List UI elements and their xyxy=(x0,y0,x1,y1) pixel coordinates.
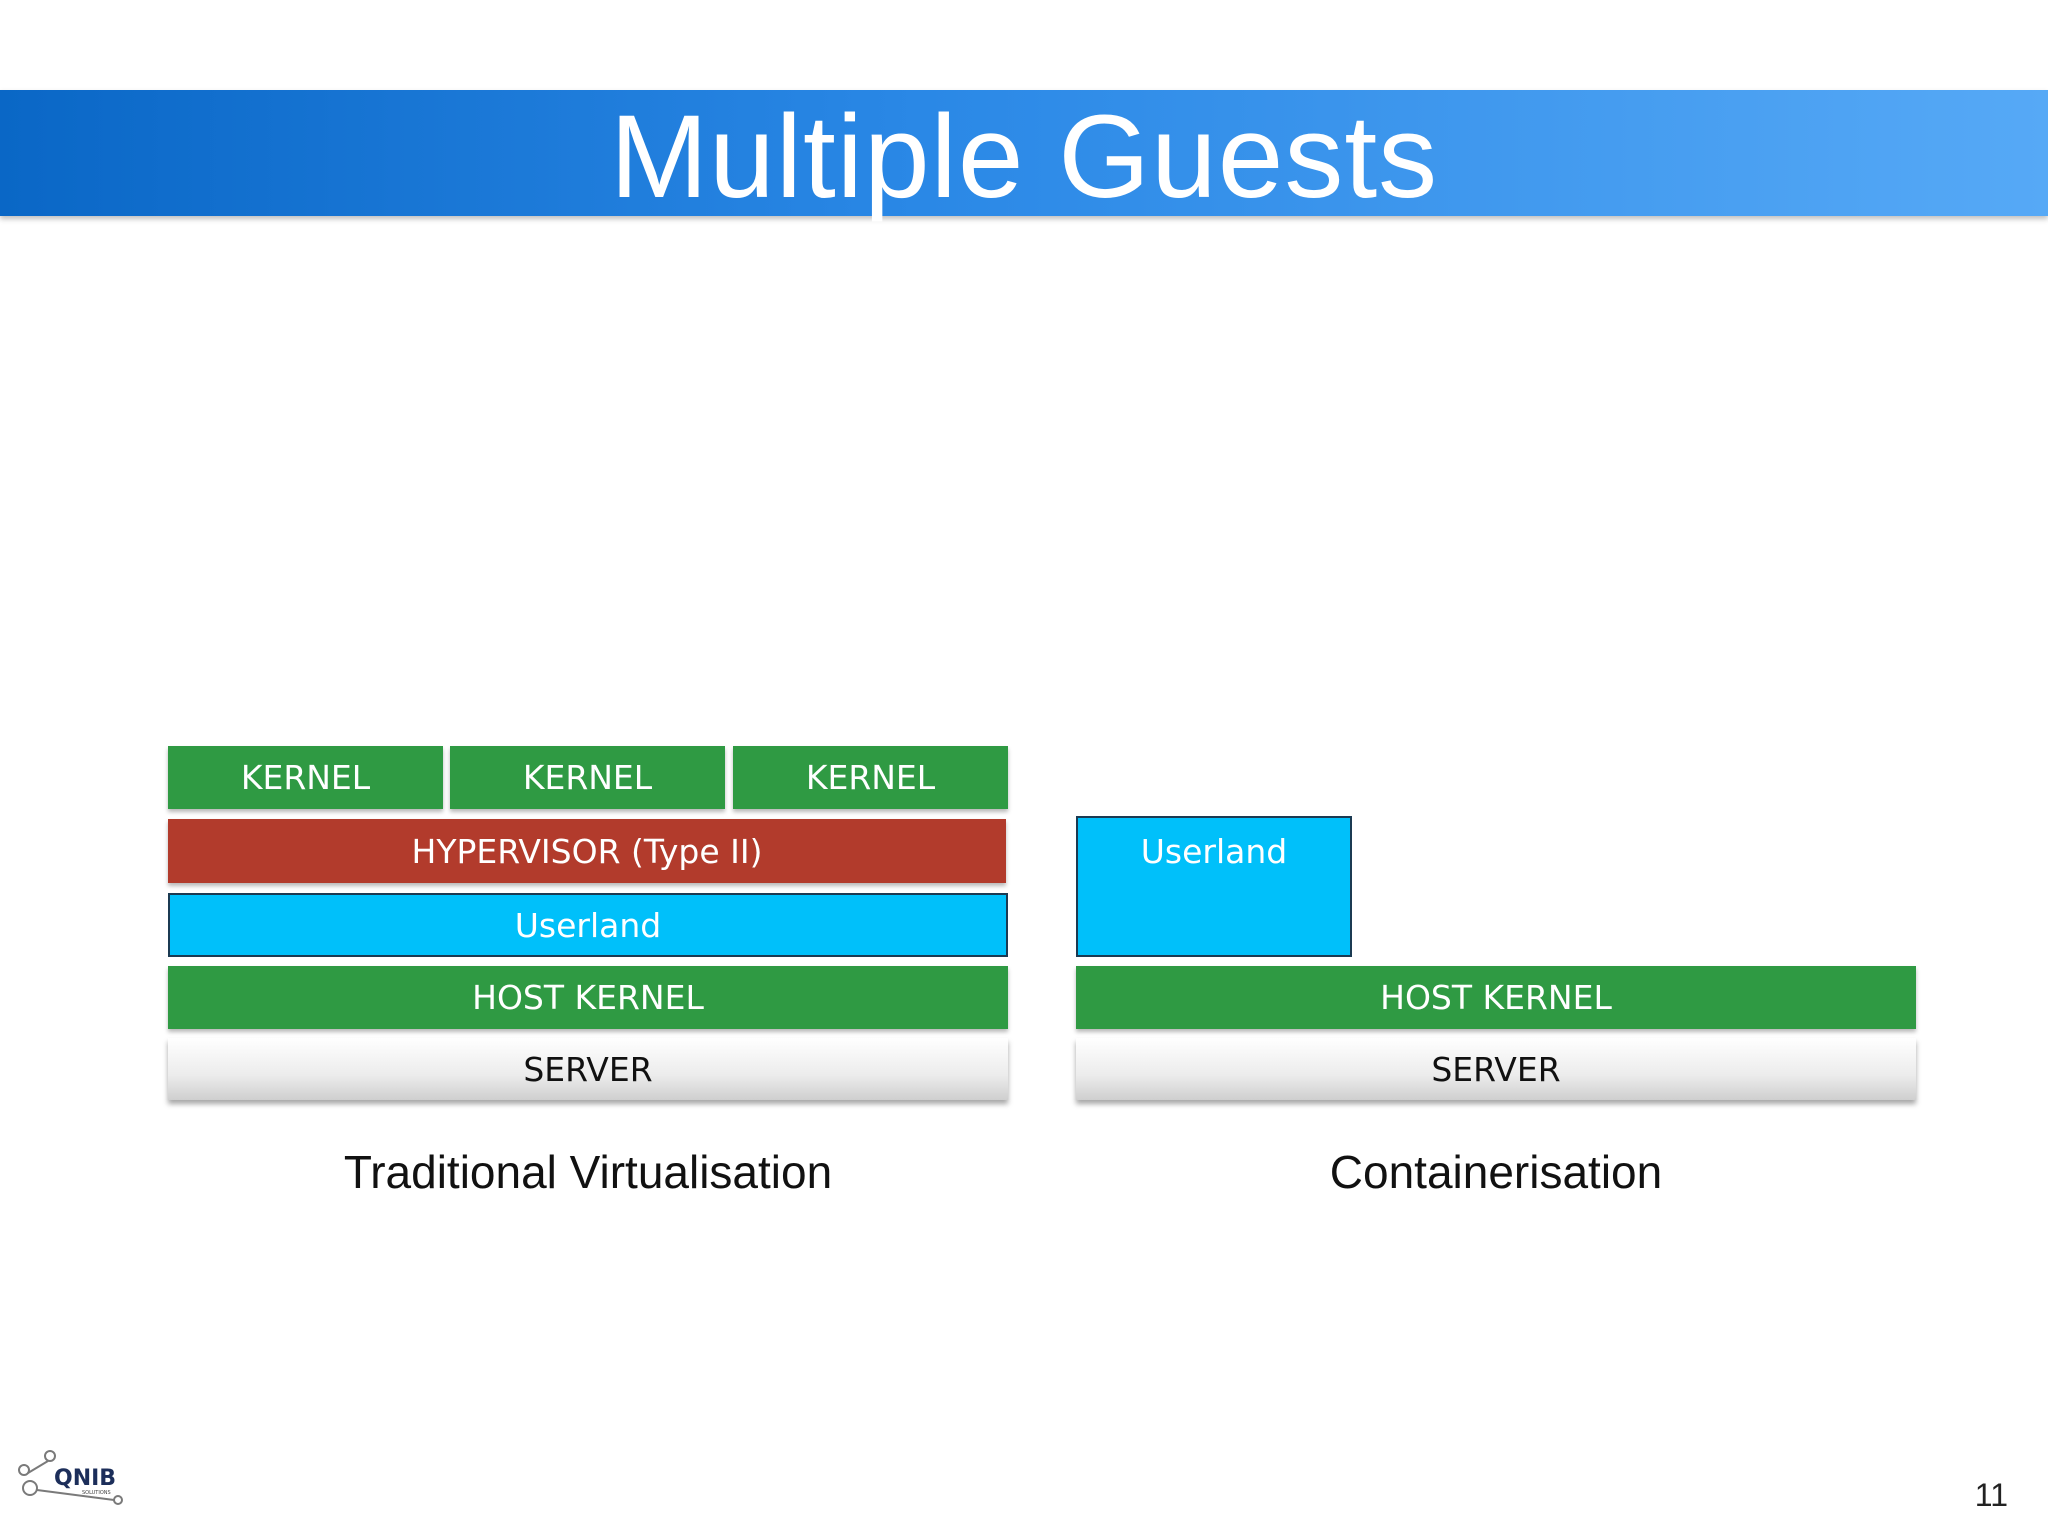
container-host-kernel-layer: HOST KERNEL xyxy=(1076,966,1916,1029)
traditional-virtualisation-caption: Traditional Virtualisation xyxy=(343,1146,833,1198)
slide-title: Multiple Guests xyxy=(609,91,1439,223)
server-layer: SERVER xyxy=(168,1038,1008,1100)
guest-kernel-3: KERNEL xyxy=(733,746,1008,809)
container-userland-block: Userland xyxy=(1076,816,1352,957)
host-userland-layer: Userland xyxy=(168,893,1008,957)
title-banner xyxy=(0,90,2048,216)
host-kernel-layer: HOST KERNEL xyxy=(168,966,1008,1029)
container-server-layer: SERVER xyxy=(1076,1038,1916,1100)
guest-kernel-1: KERNEL xyxy=(168,746,443,809)
logo-text: QNIB xyxy=(54,1466,116,1491)
logo-subtext: SOLUTIONS xyxy=(82,1490,111,1496)
qnib-logo: QNIB SOLUTIONS xyxy=(18,1450,123,1505)
guest-kernel-2: KERNEL xyxy=(450,746,725,809)
hypervisor-layer: HYPERVISOR (Type II) xyxy=(168,819,1006,883)
page-number: 11 xyxy=(1974,1477,2008,1513)
containerisation-caption: Containerisation xyxy=(1329,1146,1663,1198)
